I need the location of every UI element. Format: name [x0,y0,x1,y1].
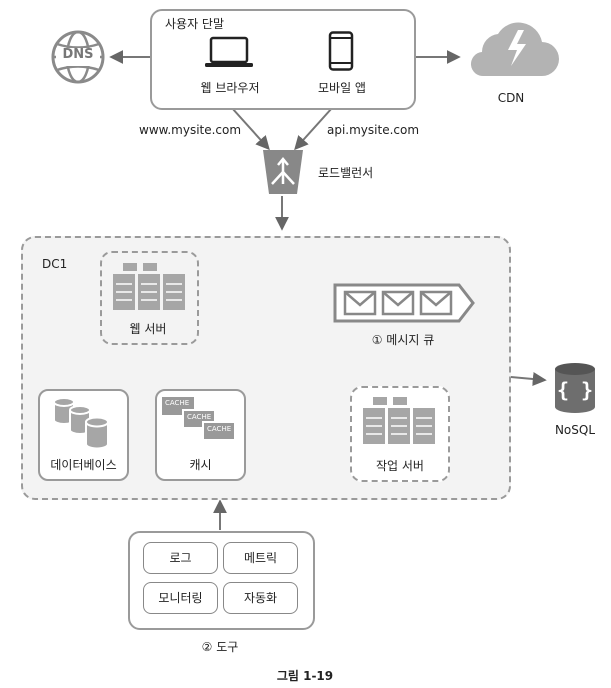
tool-automation: 자동화 [223,582,298,614]
web-server-label: 웹 서버 [129,322,167,336]
cdn-label: CDN [497,91,525,105]
mobile-app-label: 모바일 앱 [318,81,366,95]
message-queue-label: ① 메시지 큐 [371,333,435,347]
web-browser-label: 웹 브라우저 [200,81,260,95]
tool-metrics: 메트릭 [223,542,298,574]
svg-text:{ }: { } [557,378,593,402]
message-queue-icon [333,283,475,323]
cdn-cloud-icon [470,22,559,77]
nosql-label: NoSQL [554,423,596,437]
tool-logging: 로그 [143,542,218,574]
tools-title: ② 도구 [201,640,239,654]
nosql-icon: { } [555,363,595,413]
database-icon [53,397,109,450]
dns-globe-icon [51,30,105,84]
load-balancer-icon [263,150,303,194]
arrow-web-lb [231,107,270,151]
laptop-icon [205,36,253,67]
cache-tag-3: CACHE [202,421,234,439]
figure-caption: 그림 1-19 [276,669,334,683]
cache-label: 캐시 [189,458,212,472]
database-label: 데이터베이스 [50,458,117,472]
web-server-rack-icon [113,263,185,310]
dns-label: DNS [62,47,94,62]
worker-server-rack-icon [363,397,435,444]
web-server-group [100,251,199,345]
tool-monitoring: 모니터링 [143,582,218,614]
dc-label: DC1 [42,257,68,271]
smartphone-icon [328,31,354,71]
client-box [150,9,416,110]
load-balancer-label: 로드밸런서 [318,166,374,180]
worker-label: 작업 서버 [376,459,424,473]
api-domain-label: api.mysite.com [327,123,420,137]
arrow-app-lb [294,107,333,151]
client-title: 사용자 단말 [165,17,225,31]
web-domain-label: www.mysite.com [139,123,242,137]
